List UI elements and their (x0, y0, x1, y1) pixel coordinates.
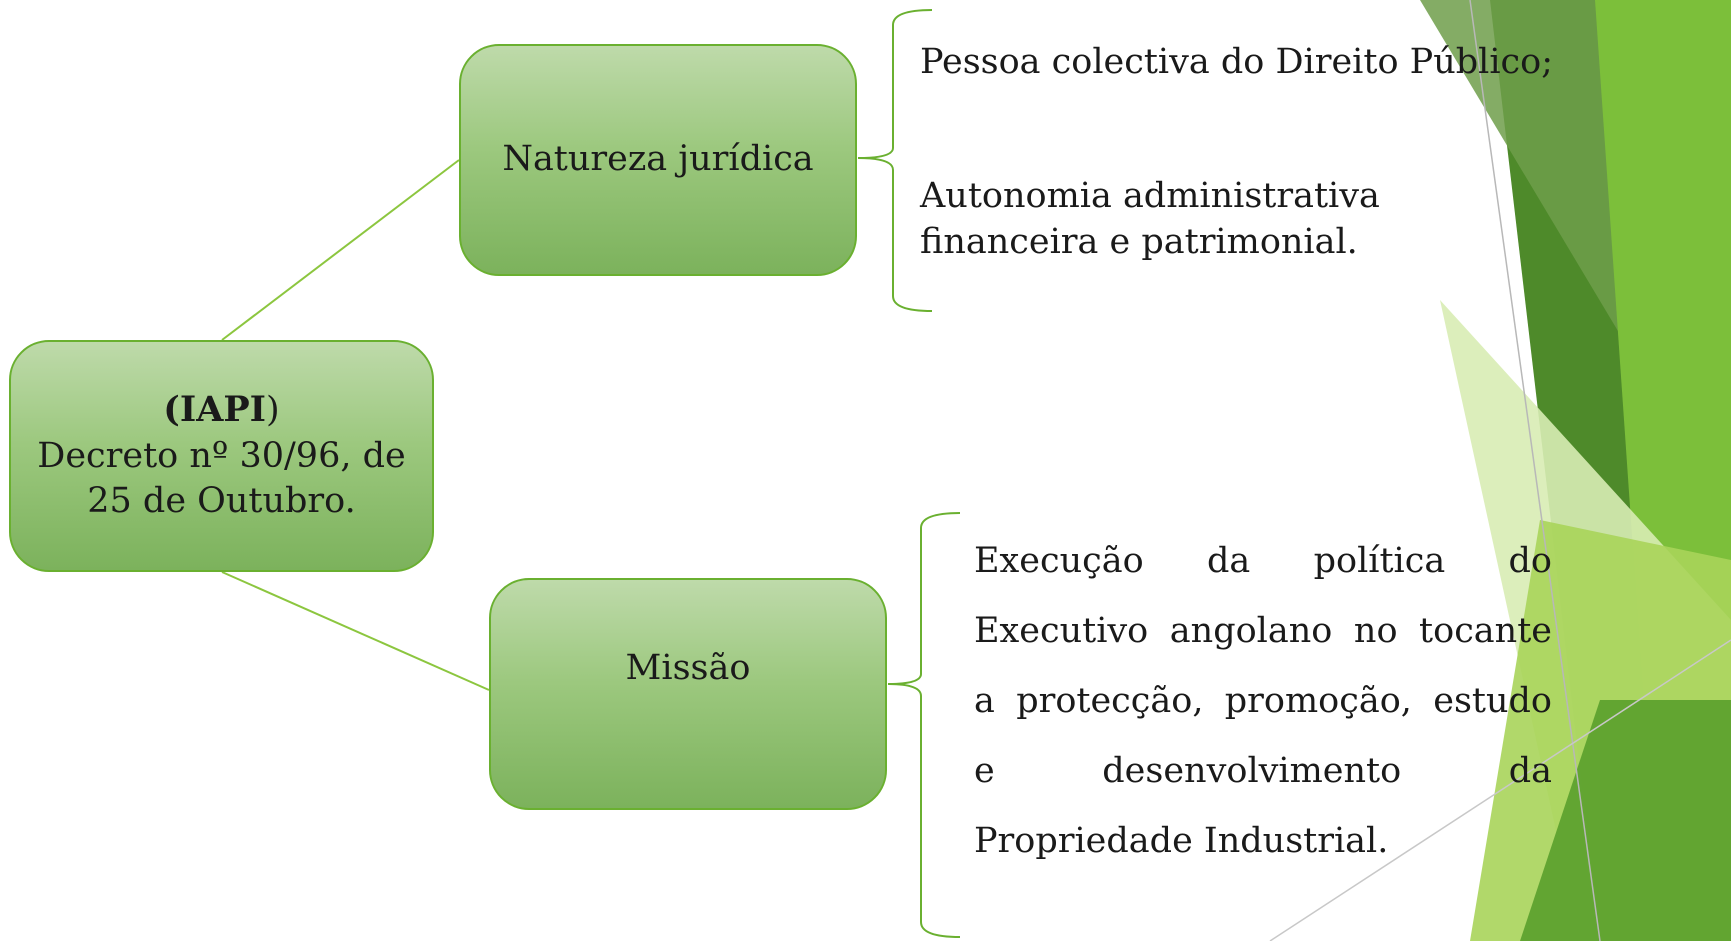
node-missao: Missão (489, 578, 887, 810)
root-title-close: ) (266, 390, 280, 431)
decor-green-triangle (1520, 700, 1731, 941)
node-missao-label: Missão (625, 648, 751, 688)
root-node-text: (IAPI) Decreto nº 30/96, de 25 de Outubr… (37, 387, 405, 525)
brace-natureza (857, 9, 933, 312)
root-node-iapi: (IAPI) Decreto nº 30/96, de 25 de Outubr… (9, 340, 434, 572)
node-natureza-juridica: Natureza jurídica (459, 44, 857, 276)
root-node-line1: Decreto nº 30/96, de (37, 435, 406, 476)
brace-missao (887, 512, 961, 938)
root-title-bold: (IAPI (163, 389, 267, 431)
root-node-title: (IAPI) (37, 387, 405, 434)
connector-main-missao (221, 571, 490, 691)
natureza-item-1: Pessoa colectiva do Direito Público; (920, 42, 1553, 82)
decor-line-2 (1269, 639, 1731, 941)
node-natureza-label: Natureza jurídica (502, 139, 814, 180)
missao-description: Execução da política do Executivo angola… (974, 541, 1552, 861)
root-node-line2: 25 de Outubro. (87, 481, 356, 522)
connector-main-natureza (221, 159, 460, 341)
decor-line-1 (1469, 0, 1601, 941)
natureza-item-2: Autonomia administrativa financeira e pa… (920, 176, 1380, 262)
